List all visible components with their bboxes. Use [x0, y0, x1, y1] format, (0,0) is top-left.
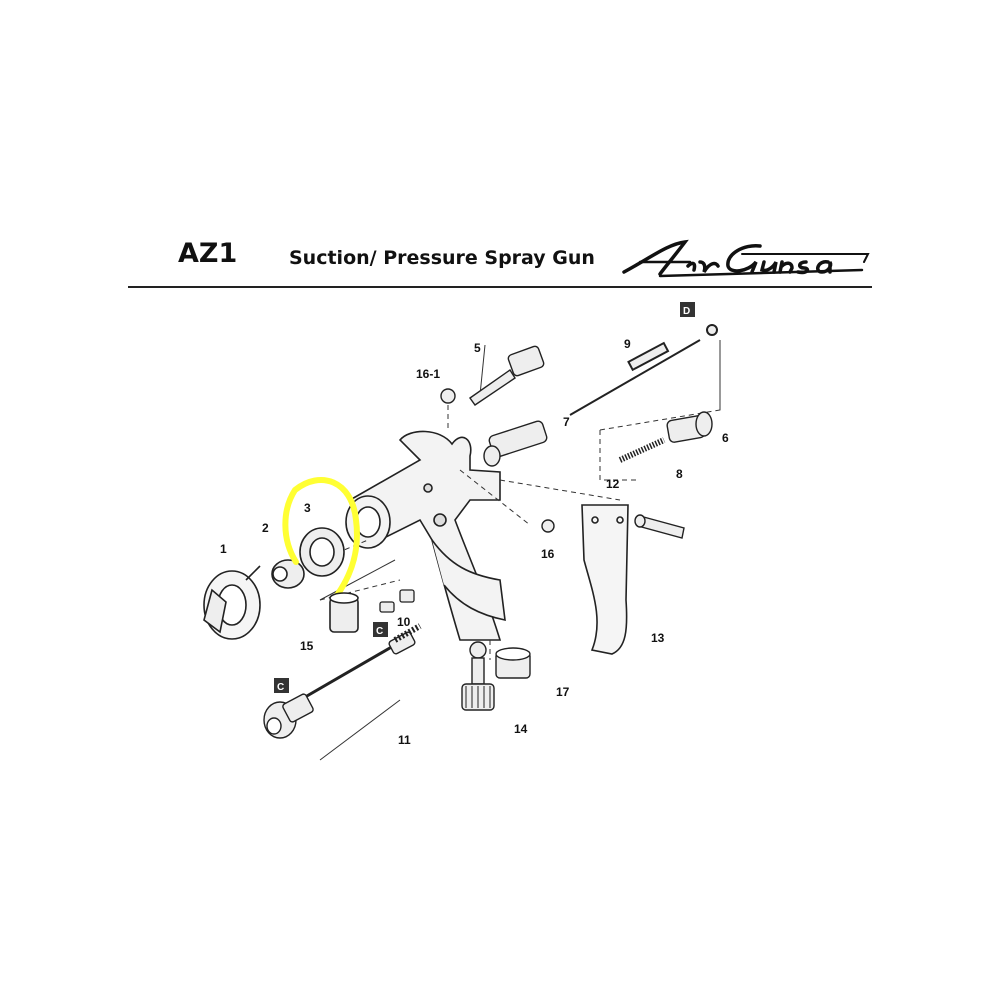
part-12-pin: [634, 514, 685, 539]
marker-c-upper: C: [373, 622, 388, 637]
highlight-ring: [282, 477, 360, 601]
label-part-6: 6: [722, 431, 729, 445]
marker-c-lower: C: [274, 678, 289, 693]
part-11-fluid-needle: [263, 623, 422, 739]
marker-d: D: [680, 302, 695, 317]
part-5-air-valve: [469, 345, 545, 406]
label-part-2: 2: [262, 521, 269, 535]
part-7-fitting: [483, 420, 548, 467]
label-part-8: 8: [676, 467, 683, 481]
part-15-fitting: [329, 592, 359, 633]
part-2-nozzle: [271, 559, 305, 589]
svg-text:C: C: [277, 682, 284, 693]
part-13-trigger: [581, 504, 629, 655]
part-16-1-screw: [440, 388, 456, 404]
svg-text:D: D: [683, 306, 690, 317]
label-part-12: 12: [606, 477, 620, 491]
part-labels: 1 2 3 5 6 7 8 9 10 11 12 13 14 15 16 16-…: [220, 337, 729, 747]
label-part-9: 9: [624, 337, 631, 351]
part-6-cap: [666, 411, 713, 443]
diagram-subtitle: Suction/ Pressure Spray Gun: [289, 247, 595, 269]
part-14-adjuster: [461, 641, 495, 711]
svg-text:C: C: [376, 626, 383, 637]
label-part-11: 11: [398, 733, 411, 747]
part-3-baffle: [299, 527, 345, 577]
brand-logo: [622, 239, 870, 278]
part-17-fluid-fitting: [495, 647, 531, 679]
label-part-5: 5: [474, 341, 481, 355]
part-8-spring: [618, 437, 666, 463]
label-part-15: 15: [300, 639, 314, 653]
part-9-needle: [569, 324, 718, 416]
label-part-7: 7: [563, 415, 570, 429]
part-1-air-cap: [203, 565, 261, 640]
label-part-17: 17: [556, 685, 570, 699]
part-10-screws: [379, 589, 415, 613]
label-part-16-1: 16-1: [416, 367, 440, 381]
model-number: AZ1: [178, 238, 238, 269]
label-part-14: 14: [514, 722, 528, 736]
label-part-10: 10: [397, 615, 411, 629]
part-16-nut: [541, 519, 555, 533]
label-part-3: 3: [304, 501, 311, 515]
gun-body: [345, 430, 506, 641]
label-part-16: 16: [541, 547, 555, 561]
label-part-13: 13: [651, 631, 665, 645]
header-rule: [128, 286, 872, 288]
label-part-1: 1: [220, 542, 227, 556]
solid-leaders: [319, 340, 721, 761]
